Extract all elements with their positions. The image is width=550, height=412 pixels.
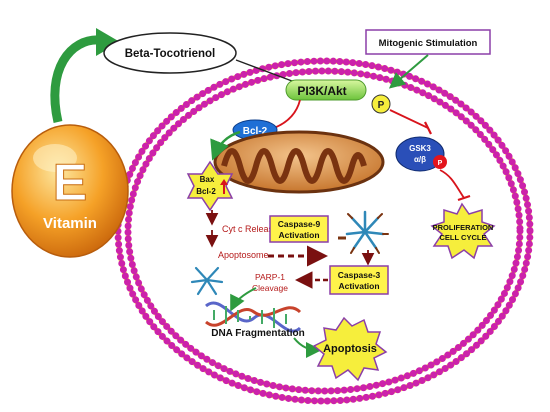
dna-helix-icon <box>205 301 302 333</box>
gsk3-inhibit-line <box>389 109 429 129</box>
caspase3-activation-label: Activation <box>338 281 379 291</box>
cell-cycle-label: CELL CYCLE <box>440 233 487 242</box>
phospho-badge <box>371 94 391 114</box>
proliferation-star <box>430 202 496 260</box>
gsk3-phospho-badge <box>433 155 447 169</box>
gsk3-sub-label: α/β <box>414 155 426 164</box>
mitogenic-box <box>365 29 491 55</box>
compound-connector <box>235 59 301 85</box>
proliferation-inhibit-bar <box>457 194 471 202</box>
gsk3-label: GSK3 <box>409 144 431 153</box>
cytc-label: Cyt c Release <box>222 224 278 234</box>
vitamin-e-word: Vitamin <box>43 215 97 232</box>
dna-fragmentation-label: DNA Fragmentation <box>211 328 305 339</box>
dna-to-apoptosis-arrow <box>293 337 322 358</box>
bax-bcl2-star <box>186 160 234 212</box>
caspase9-label: Caspase-9 <box>278 219 321 229</box>
mitogenic-arrow <box>388 54 429 89</box>
pi3k-inhibit-line <box>273 99 301 129</box>
parp-label: PARP-1 <box>255 272 285 282</box>
bax-label: Bax <box>200 175 215 184</box>
apoptosome-label: Apoptosome <box>218 250 269 260</box>
proliferation-label: PROLIFERATION <box>433 223 494 232</box>
mitogenic-label: Mitogenic Stimulation <box>379 38 478 49</box>
bax-up-arrow-head-icon <box>220 179 228 185</box>
parp-cleavage-label: Cleavage <box>252 283 288 293</box>
apoptosis-label: Apoptosis <box>323 343 377 355</box>
pi3k-akt-label: PI3K/Akt <box>297 84 346 98</box>
apoptosis-burst <box>312 316 388 382</box>
mito-to-bax-arrow <box>210 130 241 161</box>
cell-membrane <box>114 57 534 405</box>
curved-arrow-head-icon <box>96 28 120 56</box>
bcl2-label: Bcl-2 <box>243 126 268 137</box>
proliferation-inhibit-line <box>439 169 465 199</box>
phospho-label: P <box>378 100 385 111</box>
vitamin-e-letter: E <box>53 154 88 212</box>
caspase9-activation-label: Activation <box>278 230 319 240</box>
compound-oval <box>103 32 237 74</box>
bax-bcl2-label: Bcl-2 <box>196 187 216 196</box>
gsk3-inhibit-bar <box>424 121 432 135</box>
vitamin-to-compound-arrow <box>50 35 101 124</box>
apoptosome-wheel-left-icon <box>190 266 224 296</box>
pi3k-akt-pill <box>285 79 367 101</box>
compound-label: Beta-Tocotrienol <box>125 48 216 60</box>
mitochondrion-icon <box>213 130 385 194</box>
vitamin-e-icon <box>11 124 129 258</box>
caspase9-box <box>269 215 329 243</box>
gsk3-oval <box>395 136 445 172</box>
gsk3-phospho-label: P <box>438 160 443 167</box>
apoptosome-wheel-icon <box>345 210 389 254</box>
caspase3-label: Caspase-3 <box>338 270 381 280</box>
parp-to-dna-arrow <box>230 287 257 312</box>
caspase3-box <box>329 265 389 295</box>
